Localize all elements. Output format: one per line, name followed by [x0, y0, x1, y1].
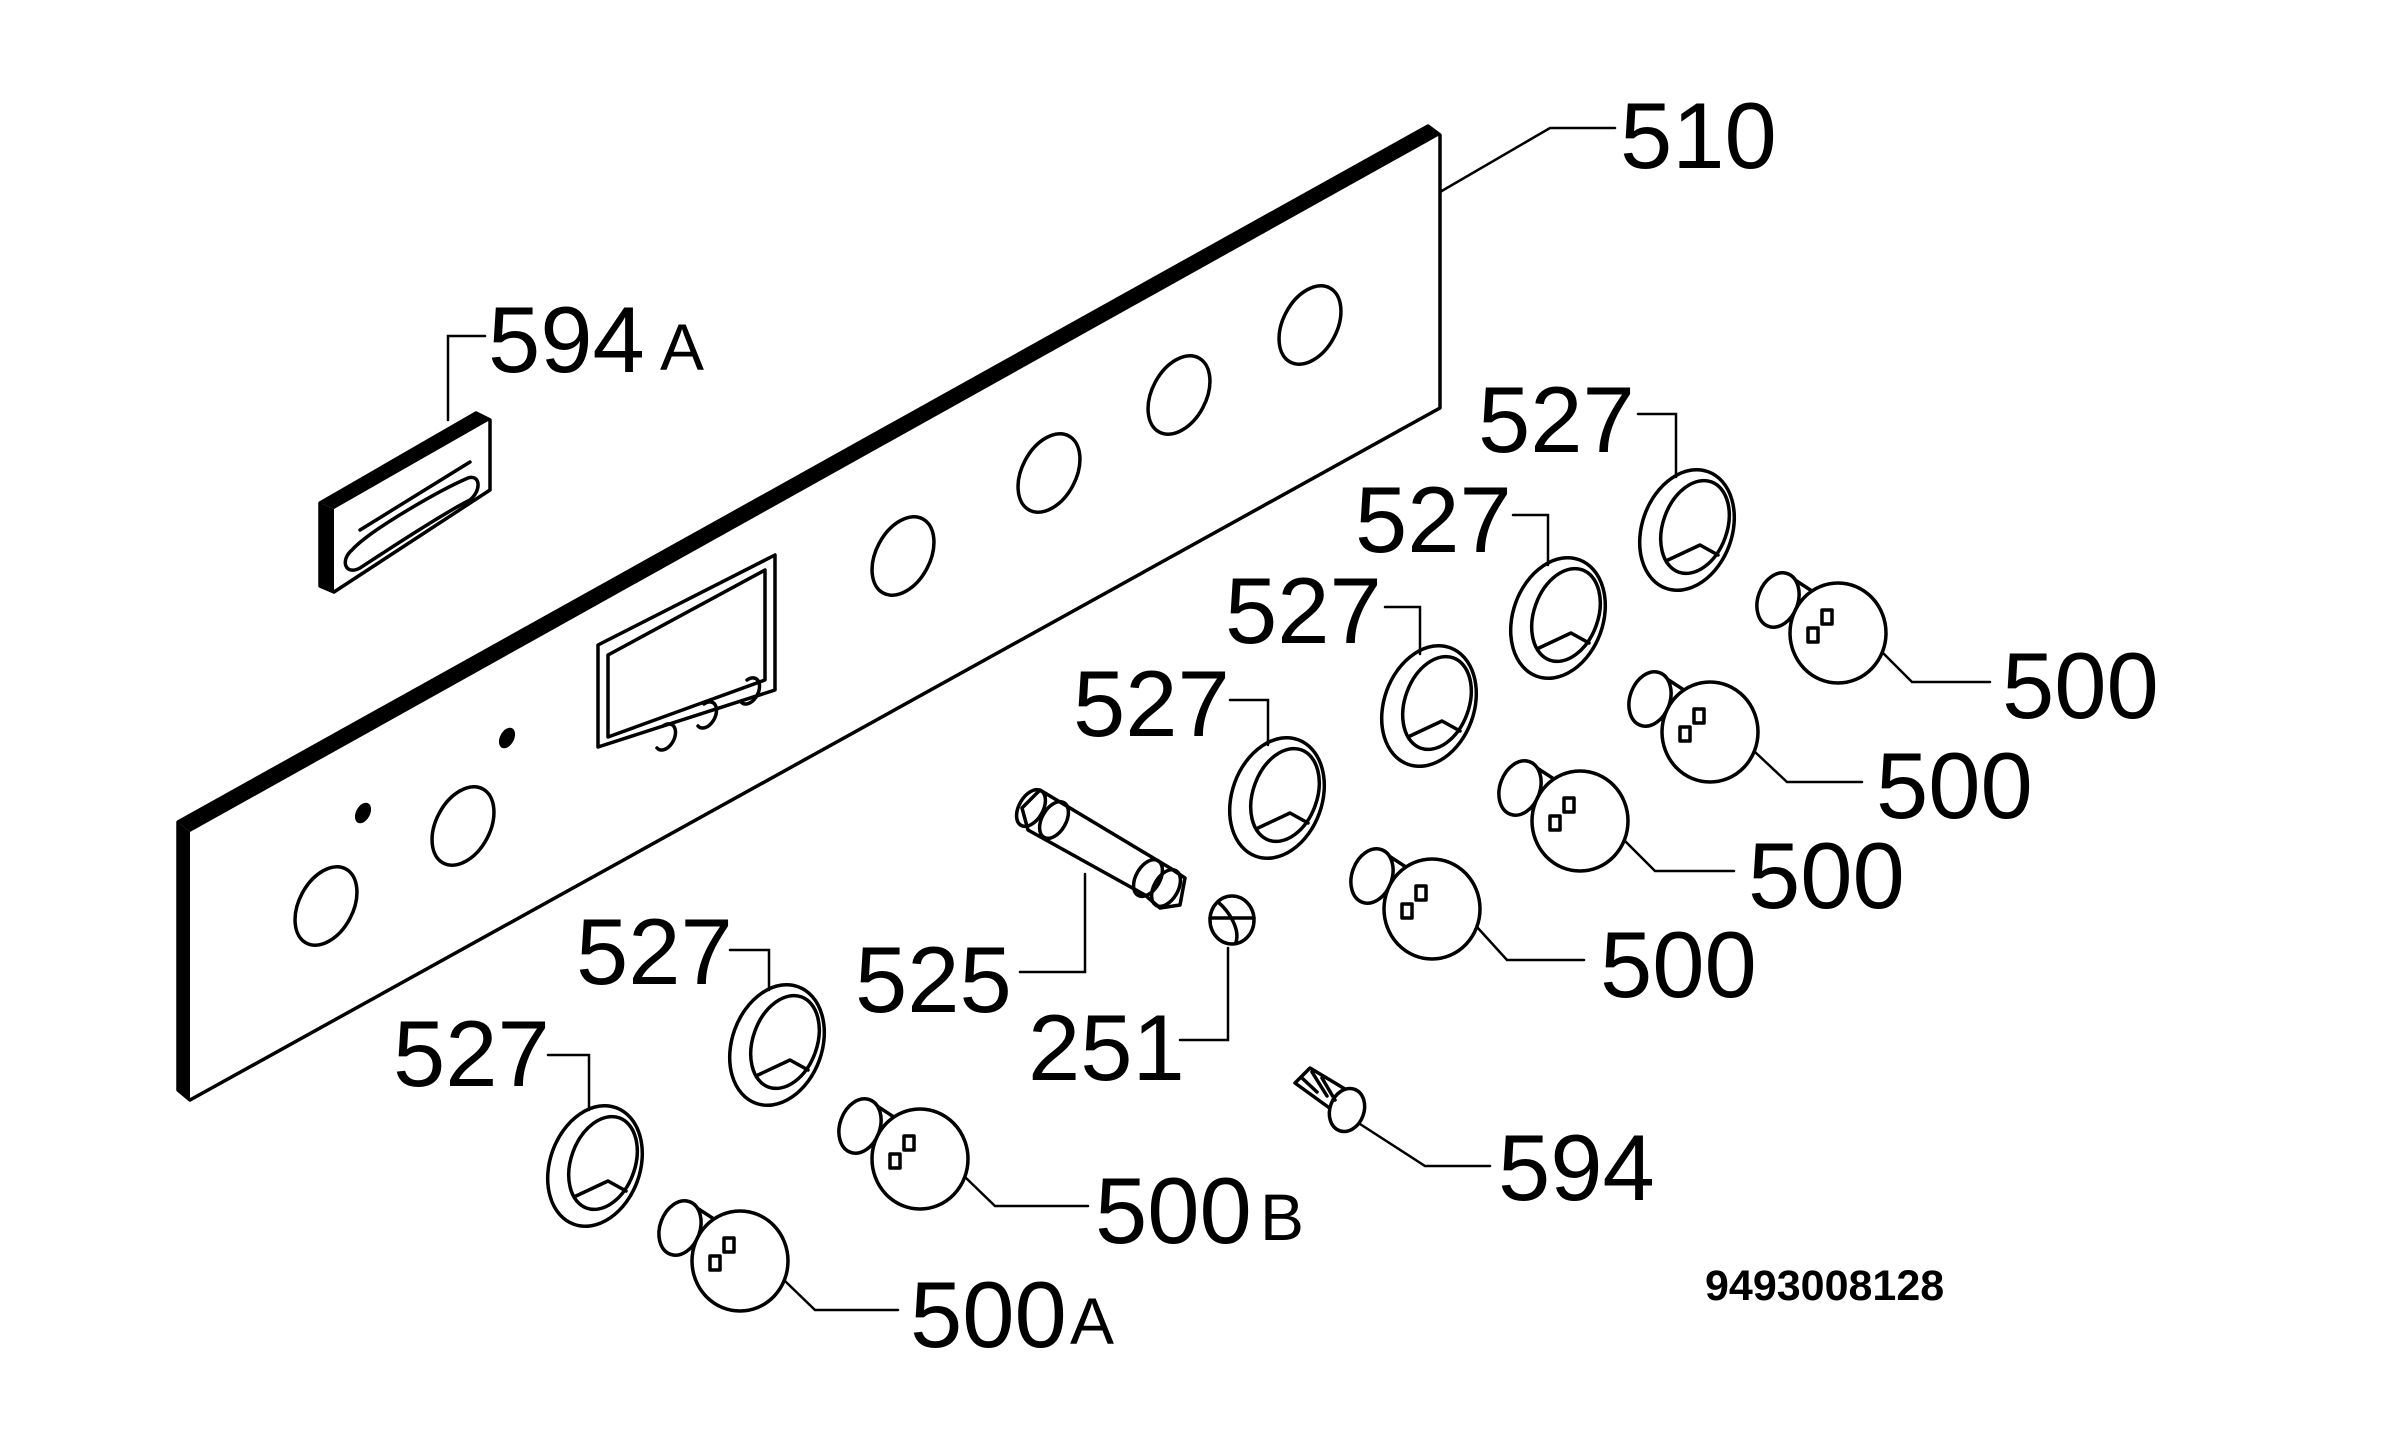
knob-500-3: [1497, 759, 1630, 873]
label-500-4: 500: [1600, 912, 1757, 1017]
label-527-6: 527: [393, 1001, 550, 1106]
bezel-527-3: [1379, 643, 1479, 769]
bezel-527-2: [1508, 555, 1608, 681]
bezel-527-4: [1227, 735, 1327, 861]
label-500b-suffix: B: [1260, 1180, 1304, 1254]
label-500a-number: 500: [910, 1262, 1067, 1367]
panel-display-window: [596, 553, 777, 749]
knob-500a: [657, 1199, 790, 1313]
label-527-5: 527: [576, 899, 733, 1004]
label-500-1: 500: [2002, 633, 2159, 738]
clip-594a: [318, 411, 492, 594]
label-527-3: 527: [1225, 558, 1382, 663]
label-527-1: 527: [1478, 367, 1635, 472]
label-594a-suffix: A: [660, 310, 704, 384]
label-510: 510: [1620, 83, 1777, 188]
label-500-3: 500: [1748, 823, 1905, 928]
part-labels: 510 594 A 527 527 527 527 527 527 500 50…: [393, 83, 2159, 1367]
control-panel-510: [176, 124, 1442, 1102]
screw-594: [1293, 1066, 1367, 1134]
drawing-code: 9493008128: [1705, 1262, 1944, 1310]
panel-indicator-dots: [354, 727, 516, 824]
label-500a-suffix: A: [1070, 1284, 1114, 1358]
bezel-527-5: [727, 982, 827, 1108]
knob-500b: [837, 1097, 970, 1211]
panel-knob-holes: [293, 284, 1343, 947]
label-527-4: 527: [1073, 651, 1230, 756]
leader-lines: [446, 126, 1992, 1312]
label-525: 525: [855, 927, 1012, 1032]
bezel-527-1: [1637, 467, 1737, 593]
bezel-527-6: [545, 1103, 645, 1229]
label-251: 251: [1028, 995, 1185, 1100]
panel-buttons: [655, 676, 762, 752]
shaft-525: [1014, 787, 1187, 910]
label-500b-number: 500: [1095, 1158, 1252, 1263]
label-500-2: 500: [1876, 733, 2033, 838]
knob-500-2: [1627, 670, 1760, 784]
label-594: 594: [1498, 1115, 1655, 1220]
knob-500-4: [1349, 847, 1482, 961]
spring-251: [1208, 894, 1256, 946]
label-527-2: 527: [1355, 467, 1512, 572]
knob-500-1: [1755, 571, 1888, 685]
label-594a-number: 594: [488, 287, 645, 392]
